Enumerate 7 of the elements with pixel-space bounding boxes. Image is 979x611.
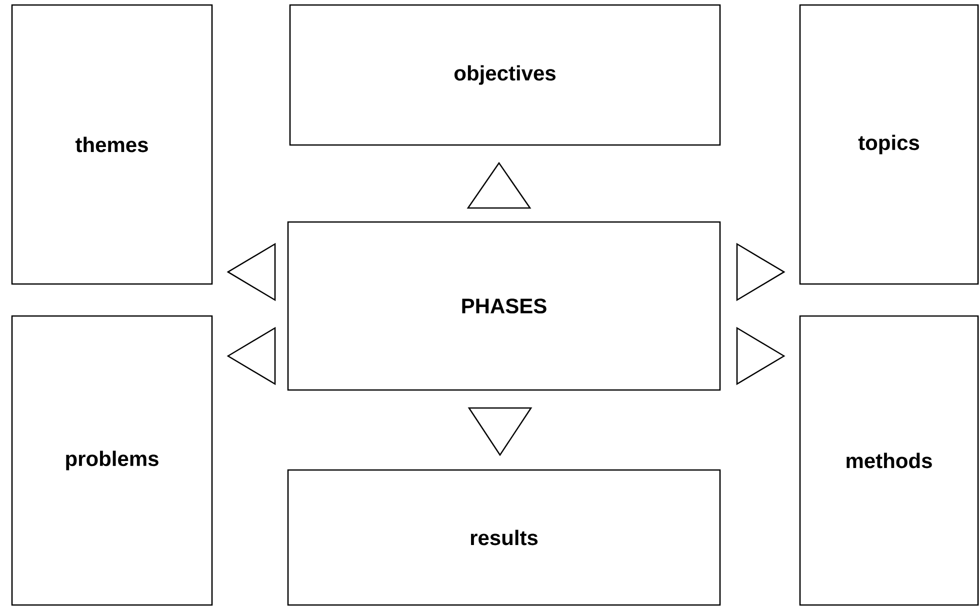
text-box: PHASES (287, 221, 721, 391)
text-box: topics (799, 4, 979, 285)
text-box: themes (11, 4, 213, 285)
text-box: results (287, 469, 721, 606)
text-box: objectives (289, 4, 721, 146)
text-box: methods (799, 315, 979, 606)
text-box: problems (11, 315, 213, 606)
